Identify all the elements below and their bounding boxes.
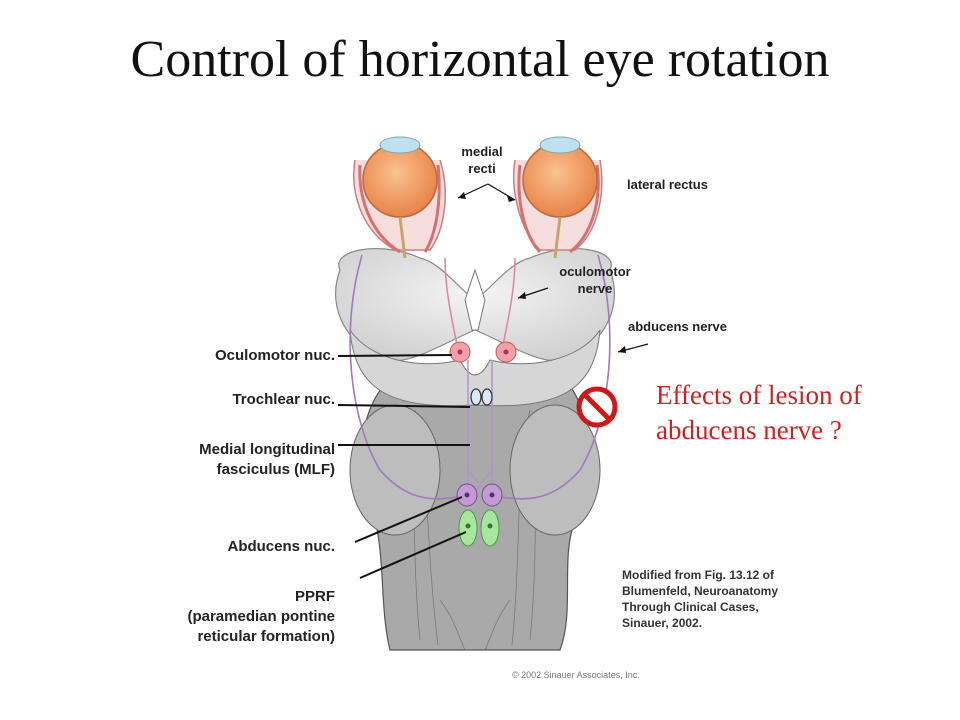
credit-line-3: Through Clinical Cases, — [622, 600, 759, 614]
abducens-nuc-label: Abducens nuc. — [227, 538, 335, 555]
lateral-rectus-label: lateral rectus — [627, 177, 708, 192]
leader-lines — [337, 183, 649, 579]
medial-recti-line-2: recti — [468, 161, 496, 176]
credit-line-1: Modified from Fig. 13.12 of — [622, 568, 775, 582]
pprf-label: PPRF (paramedian pontine reticular forma… — [120, 587, 335, 647]
prohibition-icon — [576, 386, 618, 428]
pprf-line-2: (paramedian pontine — [187, 608, 335, 625]
slide-title: Control of horizontal eye rotation — [130, 31, 830, 88]
credit-line-4: Sinauer, 2002. — [622, 616, 703, 630]
question-line-1: Effects of lesion of — [656, 380, 862, 410]
oculomotor-nerve-line-1: oculomotor — [559, 264, 631, 279]
pprf-nuclei — [458, 509, 500, 547]
brainstem — [349, 374, 601, 651]
figure-credit: Modified from Fig. 13.12 of Blumenfeld, … — [622, 567, 822, 631]
lesion-question: Effects of lesion of abducens nerve ? — [656, 378, 862, 448]
trochlear-nuc-label: Trochlear nuc. — [232, 391, 335, 408]
credit-line-2: Blumenfeld, Neuroanatomy — [622, 584, 779, 598]
mlf-line-2: fasciculus (MLF) — [216, 461, 335, 478]
midbrain — [335, 248, 615, 407]
trochlear-nuclei — [470, 388, 493, 406]
right-eye — [513, 136, 603, 259]
pprf-line-3: reticular formation) — [197, 628, 335, 645]
question-line-2: abducens nerve ? — [656, 415, 842, 445]
medial-recti-label: medial recti — [452, 143, 512, 177]
medial-recti-line-1: medial — [461, 144, 503, 159]
arrowheads — [458, 192, 626, 353]
oculomotor-nuclei — [449, 341, 517, 363]
mlf-line-1: Medial longitudinal — [199, 441, 335, 458]
left-eye — [353, 136, 446, 259]
oculomotor-nerve-line-2: nerve — [577, 281, 613, 296]
oculomotor-nerve-label: oculomotor nerve — [540, 263, 650, 297]
abducens-nerve-label: abducens nerve — [628, 319, 727, 334]
abducens-nuclei — [456, 483, 503, 507]
oculomotor-nuc-label: Oculomotor nuc. — [215, 347, 335, 364]
copyright-notice: © 2002 Sinauer Associates, Inc. — [512, 670, 640, 680]
mlf-label: Medial longitudinal fasciculus (MLF) — [120, 440, 335, 480]
nerve-pathways — [349, 254, 611, 501]
pprf-line-1: PPRF — [294, 588, 335, 605]
